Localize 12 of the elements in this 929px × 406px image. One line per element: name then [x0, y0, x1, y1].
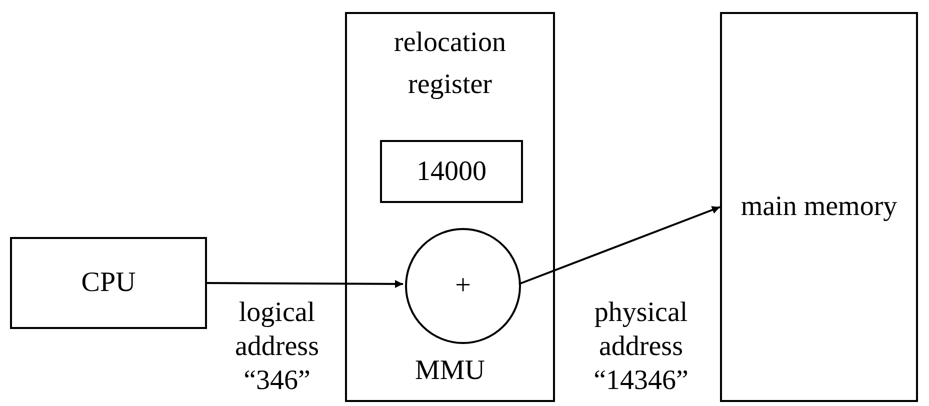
- process-box: [10, 237, 207, 329]
- box-label: MMU: [414, 354, 485, 388]
- box-label: 14000: [416, 154, 486, 188]
- arrow: [207, 280, 403, 288]
- unit-box: [345, 12, 555, 402]
- box-heading: relocation register: [393, 26, 507, 102]
- register-box: [380, 140, 523, 203]
- arrow: [518, 206, 720, 285]
- box-label: main memory: [740, 190, 898, 224]
- memory-box: [720, 12, 918, 402]
- box-label: CPU: [81, 266, 136, 300]
- box-label: +: [455, 269, 471, 303]
